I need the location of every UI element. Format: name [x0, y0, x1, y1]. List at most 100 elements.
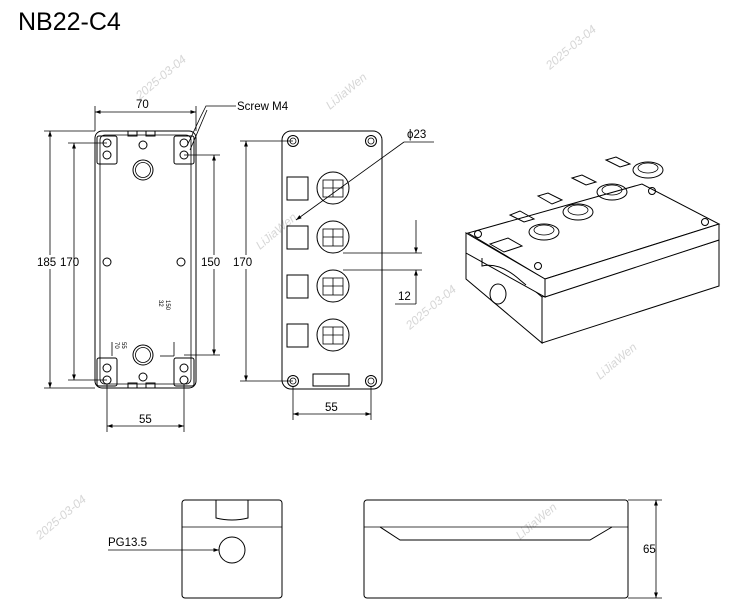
front-outline [281, 130, 383, 390]
diameter-leader [295, 141, 405, 221]
screw-hole [179, 363, 189, 373]
corner-screw-inner [367, 377, 375, 385]
edge-tab [145, 130, 156, 137]
watermark-text: LiJiaWen [323, 70, 370, 113]
iso-button-hole-inner [637, 162, 659, 174]
inner-mark: 32 [157, 300, 163, 307]
mount-block [96, 135, 118, 165]
button-hole [316, 220, 350, 254]
watermark-text: 2025-03-04 [132, 52, 189, 103]
dim-back-bottom-width: 55 [139, 414, 152, 426]
iso-corner-screw [648, 187, 656, 195]
screw-label: Screw M4 [237, 101, 289, 113]
knockout-inner [135, 162, 151, 178]
dim-front-pitch: 12 [398, 291, 411, 303]
dim-label-bg [37, 255, 73, 269]
screw-hole [179, 375, 189, 385]
iso-corner-screw [701, 218, 709, 226]
dim-side-height: 65 [643, 544, 656, 556]
side-view: 65 [363, 499, 662, 599]
iso-button-hole-inner [533, 224, 555, 236]
label-window [286, 323, 309, 348]
iso-button-hole-inner [567, 204, 589, 216]
hole-circle [316, 318, 350, 352]
iso-label-window [508, 210, 536, 223]
edge-tab [127, 382, 138, 389]
screw-leader [189, 109, 208, 151]
inner-marks-right: 150 32 [157, 300, 170, 311]
hole-circle [316, 171, 350, 205]
nameplate [312, 373, 350, 387]
dim-front-height: 170 [233, 257, 252, 269]
end-outline [181, 499, 283, 599]
pg-label: PG13.5 [108, 537, 147, 549]
corner-screw-inner [367, 137, 375, 145]
dim-label-bg [200, 255, 228, 269]
screw-hole [102, 363, 112, 373]
back-view: 150 32 55 70 70 Screw M4 185 170 [37, 99, 289, 432]
iso-button-hole [528, 223, 560, 241]
iso-button-hole [596, 183, 628, 201]
mount-block [173, 135, 195, 165]
iso-button-hole-inner [601, 184, 623, 196]
dim-back-width: 70 [136, 99, 149, 111]
iso-label-window [488, 237, 524, 253]
inner-mark: 55 [120, 342, 126, 349]
button-hole [316, 318, 350, 352]
dim-back-height-outer: 185 [37, 257, 56, 269]
side-recess [379, 526, 613, 541]
iso-corner-screw [474, 230, 482, 238]
iso-recess [481, 258, 527, 286]
dim-back-hole-spacing: 150 [201, 257, 220, 269]
iso-label-window [604, 156, 632, 168]
button-hole [316, 269, 350, 303]
iso-label-window [570, 174, 598, 186]
screw-leader [186, 105, 236, 147]
end-recess [215, 500, 249, 521]
watermark-text: LiJiaWen [513, 500, 560, 543]
watermark-text: 2025-03-04 [542, 22, 599, 73]
small-hole [138, 140, 148, 150]
iso-cable-entry [489, 283, 507, 305]
end-view: PG13.5 [108, 499, 283, 599]
iso-corner-screw [534, 262, 542, 270]
isometric-view [465, 156, 721, 345]
dim-label-bg [232, 255, 260, 269]
watermark-text: LiJiaWen [253, 210, 300, 253]
iso-label-window [536, 192, 564, 205]
iso-button-hole [632, 161, 664, 179]
inner-marks-left: 55 70 [113, 342, 126, 349]
knockout-inner [135, 347, 151, 363]
hole-circle [316, 220, 350, 254]
iso-lid-side [544, 223, 720, 298]
inner-mark: 150 [164, 300, 170, 311]
label-window [286, 176, 309, 201]
watermark-text: 2025-03-04 [32, 492, 89, 543]
label-window [286, 225, 309, 250]
side-hole [102, 257, 112, 267]
knockout-circle [132, 344, 154, 366]
cable-entry [218, 536, 246, 564]
button-hole [316, 171, 350, 205]
watermark-text: 2025-03-04 [402, 282, 459, 333]
corner-screw [365, 135, 377, 147]
iso-button-hole [562, 203, 594, 221]
dim-back-height-inner: 170 [60, 257, 79, 269]
edge-tab [127, 130, 138, 137]
edge-tab [145, 382, 156, 389]
front-view: ϕ23 170 12 55 [232, 129, 434, 420]
knockout-circle [132, 159, 154, 181]
side-outline [363, 499, 629, 599]
inner-mark: 70 [113, 342, 119, 349]
dim-front-bottom-width: 55 [325, 402, 338, 414]
diameter-label: ϕ23 [407, 129, 426, 141]
watermark-text: LiJiaWen [593, 340, 640, 383]
model-title: NB22-C4 [18, 8, 121, 36]
label-window [286, 274, 309, 299]
side-hole [176, 257, 186, 267]
small-hole [138, 372, 148, 382]
screw-hole [102, 150, 112, 160]
hole-circle [316, 269, 350, 303]
corner-screw [365, 375, 377, 387]
